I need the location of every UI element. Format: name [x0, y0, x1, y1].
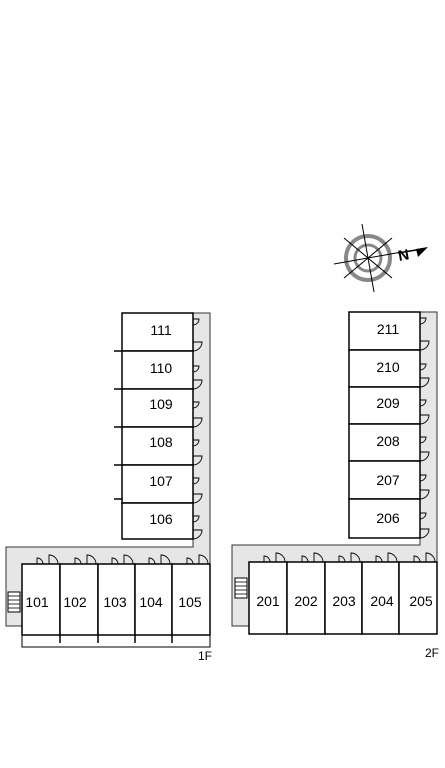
stairs-icon: [234, 577, 248, 599]
room-2f-h4: 205: [398, 561, 438, 635]
room-1f-h0: 101: [21, 563, 61, 643]
room-1f-h4: 105: [171, 563, 211, 636]
balcony-1f: [21, 634, 211, 648]
room-2f-v1: 210: [348, 349, 421, 388]
room-number: 109: [149, 396, 173, 412]
door-icons-2f-horizontal: [263, 552, 436, 563]
room-number: 205: [409, 593, 433, 609]
room-number: 211: [377, 321, 400, 337]
floor-label-2f: 2F: [425, 646, 439, 660]
stairs-icon: [7, 591, 21, 613]
room-number: 202: [294, 593, 318, 609]
room-2f-v5: 206: [348, 498, 421, 539]
room-number: 111: [150, 322, 171, 338]
compass-north-label: N: [397, 246, 411, 265]
room-2f-v0: 211: [348, 311, 421, 351]
door-icons-1f-vertical: [192, 318, 203, 540]
room-number: 203: [332, 593, 356, 609]
room-number: 101: [25, 594, 49, 610]
room-number: 209: [376, 395, 400, 411]
floor-1f: 111 110 109 108 107 106: [5, 312, 212, 663]
room-number: 207: [376, 472, 400, 488]
room-number: 208: [376, 433, 400, 449]
room-number: 104: [139, 594, 163, 610]
room-number: 107: [149, 473, 173, 489]
room-2f-v2: 209: [348, 386, 421, 425]
room-2f-h1: 202: [286, 561, 326, 635]
room-2f-h3: 204: [361, 561, 400, 635]
room-1f-h3: 104: [134, 563, 173, 643]
room-number: 106: [149, 511, 173, 527]
room-2f-v4: 207: [348, 460, 421, 500]
door-icons-1f-horizontal: [36, 554, 209, 565]
room-2f-h2: 203: [324, 561, 363, 635]
room-2f-v3: 208: [348, 423, 421, 462]
room-number: 206: [376, 510, 400, 526]
room-1f-v3: 108: [114, 426, 194, 466]
room-2f-h0: 201: [248, 561, 288, 635]
compass-icon: N: [333, 223, 428, 293]
room-1f-v5: 106: [121, 502, 194, 540]
room-number: 105: [178, 594, 202, 610]
room-number: 210: [376, 359, 400, 375]
floor-2f: 211 210 209 208 207 206: [231, 311, 439, 660]
room-number: 110: [150, 360, 173, 376]
room-1f-v4: 107: [114, 464, 194, 504]
door-icons-2f-vertical: [419, 317, 430, 539]
room-number: 102: [63, 594, 87, 610]
room-1f-h1: 102: [59, 563, 99, 643]
floor-label-1f: 1F: [198, 649, 212, 663]
room-number: 201: [256, 593, 280, 609]
room-number: 108: [149, 434, 173, 450]
room-number: 103: [103, 594, 127, 610]
room-1f-v2: 109: [114, 388, 194, 428]
room-1f-v0: 111: [114, 312, 194, 352]
room-1f-h2: 103: [97, 563, 136, 643]
room-1f-v1: 110: [114, 350, 194, 390]
room-number: 204: [370, 593, 394, 609]
